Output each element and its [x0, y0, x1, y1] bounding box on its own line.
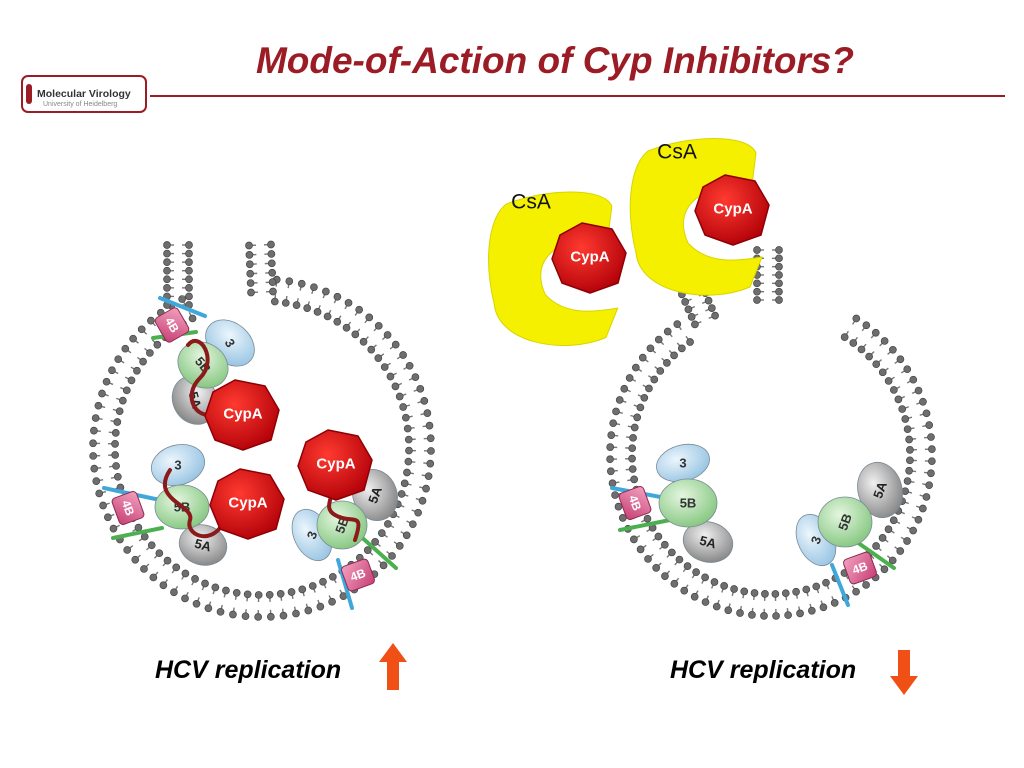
cypa-lower-right-left-vesicle: CypA	[297, 429, 373, 501]
cypa-label: CypA	[316, 456, 355, 473]
right-vesicle-membrane	[606, 314, 936, 620]
left-vesicle-membrane	[89, 275, 435, 621]
ns5a-right-right: 5A	[857, 461, 903, 519]
ns4b-right-right: 4B	[843, 551, 877, 585]
ns4b-right-vesicle-left: 4B	[341, 558, 375, 592]
cypa-shape	[204, 379, 280, 451]
ns5a-right-right-label: 5A	[870, 479, 890, 500]
up-arrow	[379, 643, 407, 690]
ns4b-mid-left-label: 4B	[119, 498, 138, 518]
cypa-shape	[209, 468, 285, 540]
ns5a-anchor-line-r2	[852, 538, 896, 570]
ns4b-right-left-label: 4B	[626, 493, 645, 513]
csa-label: CsA	[511, 191, 551, 214]
rna-top-left	[186, 339, 216, 417]
ns5b-right-left: 5B	[658, 478, 718, 528]
right-neck-membrane-b	[753, 246, 783, 304]
ns4b-mid-left: 4B	[111, 491, 145, 525]
rna-mid-left	[162, 468, 224, 539]
ns5a-mid-left-label: 5A	[193, 536, 214, 555]
cypa-top-left: CypA	[204, 379, 280, 451]
ns4b-anchor-line-right	[336, 558, 354, 610]
title-divider	[150, 95, 1005, 97]
ns3-mid-left: 3	[151, 444, 205, 486]
ns5a-right-left-label: 5A	[698, 533, 719, 552]
logo-subtext: University of Heidelberg	[43, 101, 118, 108]
ns5a-anchor-line-r1	[618, 518, 672, 532]
ns5a-right-left: 5A	[682, 521, 734, 563]
ns4b-right-vesicle-left-label: 4B	[348, 566, 368, 585]
cypa-shape	[297, 429, 373, 501]
right-panel-caption: HCV replication	[670, 656, 857, 684]
ns4b-right-right-label: 4B	[850, 559, 870, 578]
cypa-mid-left: CypA	[209, 468, 285, 540]
left-neck-membrane-b	[245, 240, 277, 297]
left-neck-membrane-a	[163, 241, 193, 309]
logo-mark	[26, 84, 32, 104]
ns5b-right-right: 5B	[817, 496, 873, 548]
ns3-mid-left-label: 3	[174, 458, 181, 473]
ns5a-anchor-line-right	[356, 532, 398, 570]
ns4b-anchor-line-r2	[830, 563, 850, 607]
csa-label: CsA	[657, 141, 697, 164]
ns4b-top-left-label: 4B	[162, 315, 182, 336]
ns5a-right-vesicle-left-label: 5A	[365, 484, 385, 505]
cypa-label: CypA	[570, 249, 609, 266]
cypa-bound-csa-right: CypA	[694, 174, 770, 246]
cypa-label: CypA	[713, 201, 752, 218]
cypa-shape	[694, 174, 770, 246]
ns4b-right-left: 4B	[618, 486, 652, 520]
ns4b-top-left: 4B	[154, 307, 190, 343]
ns5b-right-left-label: 5B	[680, 496, 697, 511]
cypa-label: CypA	[228, 495, 267, 512]
cypa-label: CypA	[223, 406, 262, 423]
ns5b-right-right-label: 5B	[835, 512, 855, 533]
ns4b-anchor-line	[158, 296, 207, 318]
logo-text: Molecular Virology	[37, 88, 131, 100]
slide-title: Mode-of-Action of Cyp Inhibitors?	[255, 40, 855, 81]
cypa-shape	[551, 222, 627, 294]
ns3-right-vesicle-left-label: 3	[304, 529, 321, 541]
down-arrow	[890, 650, 918, 695]
cypa-bound-csa-left: CypA	[551, 222, 627, 294]
molecular-virology-logo: Molecular Virology University of Heidelb…	[21, 75, 147, 113]
ns3-right-left-label: 3	[679, 456, 686, 471]
left-panel-caption: HCV replication	[155, 656, 342, 684]
ns3-right-right-label: 3	[808, 534, 825, 546]
ns5a-anchor-line-mid	[111, 526, 164, 540]
